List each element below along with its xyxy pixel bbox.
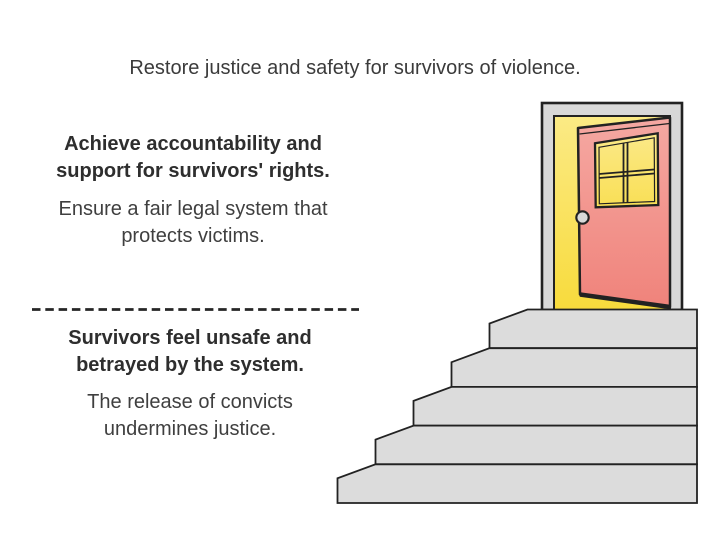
reality-body-line1: The release of convicts	[87, 391, 293, 413]
aspiration-heading-line1: Achieve accountability and	[64, 133, 322, 155]
aspiration-body: Ensure a fair legal system that protects…	[33, 196, 353, 250]
stair-step-landing	[488, 308, 698, 350]
aspiration-body-line2: protects victims.	[121, 225, 265, 247]
reality-heading: Survivors feel unsafe and betrayed by th…	[30, 325, 350, 379]
stair-step	[336, 463, 698, 504]
stairs	[336, 308, 698, 504]
doorknob	[575, 210, 590, 225]
aspiration-heading-line2: support for survivors' rights.	[56, 160, 330, 182]
open-door	[575, 116, 672, 310]
stair-step	[374, 424, 698, 466]
reality-body: The release of convicts undermines justi…	[30, 389, 350, 443]
window-mullion-horizontal-bottom	[598, 172, 655, 179]
aspiration-heading: Achieve accountability and support for s…	[33, 131, 353, 185]
window-inner-frame	[598, 137, 656, 205]
reality-heading-line2: betrayed by the system.	[76, 354, 304, 376]
door-window	[593, 131, 660, 209]
window-mullion-horizontal-top	[598, 168, 655, 175]
reality-heading-line1: Survivors feel unsafe and	[68, 327, 312, 349]
stair-step	[412, 386, 698, 427]
slide-title: Restore justice and safety for survivors…	[129, 57, 581, 79]
reality-body-line2: undermines justice.	[103, 418, 277, 440]
door-top-bevel	[579, 122, 670, 135]
door-bottom-edge	[579, 292, 671, 310]
stair-step	[450, 347, 698, 388]
aspiration-body-line1: Ensure a fair legal system that	[58, 198, 328, 220]
